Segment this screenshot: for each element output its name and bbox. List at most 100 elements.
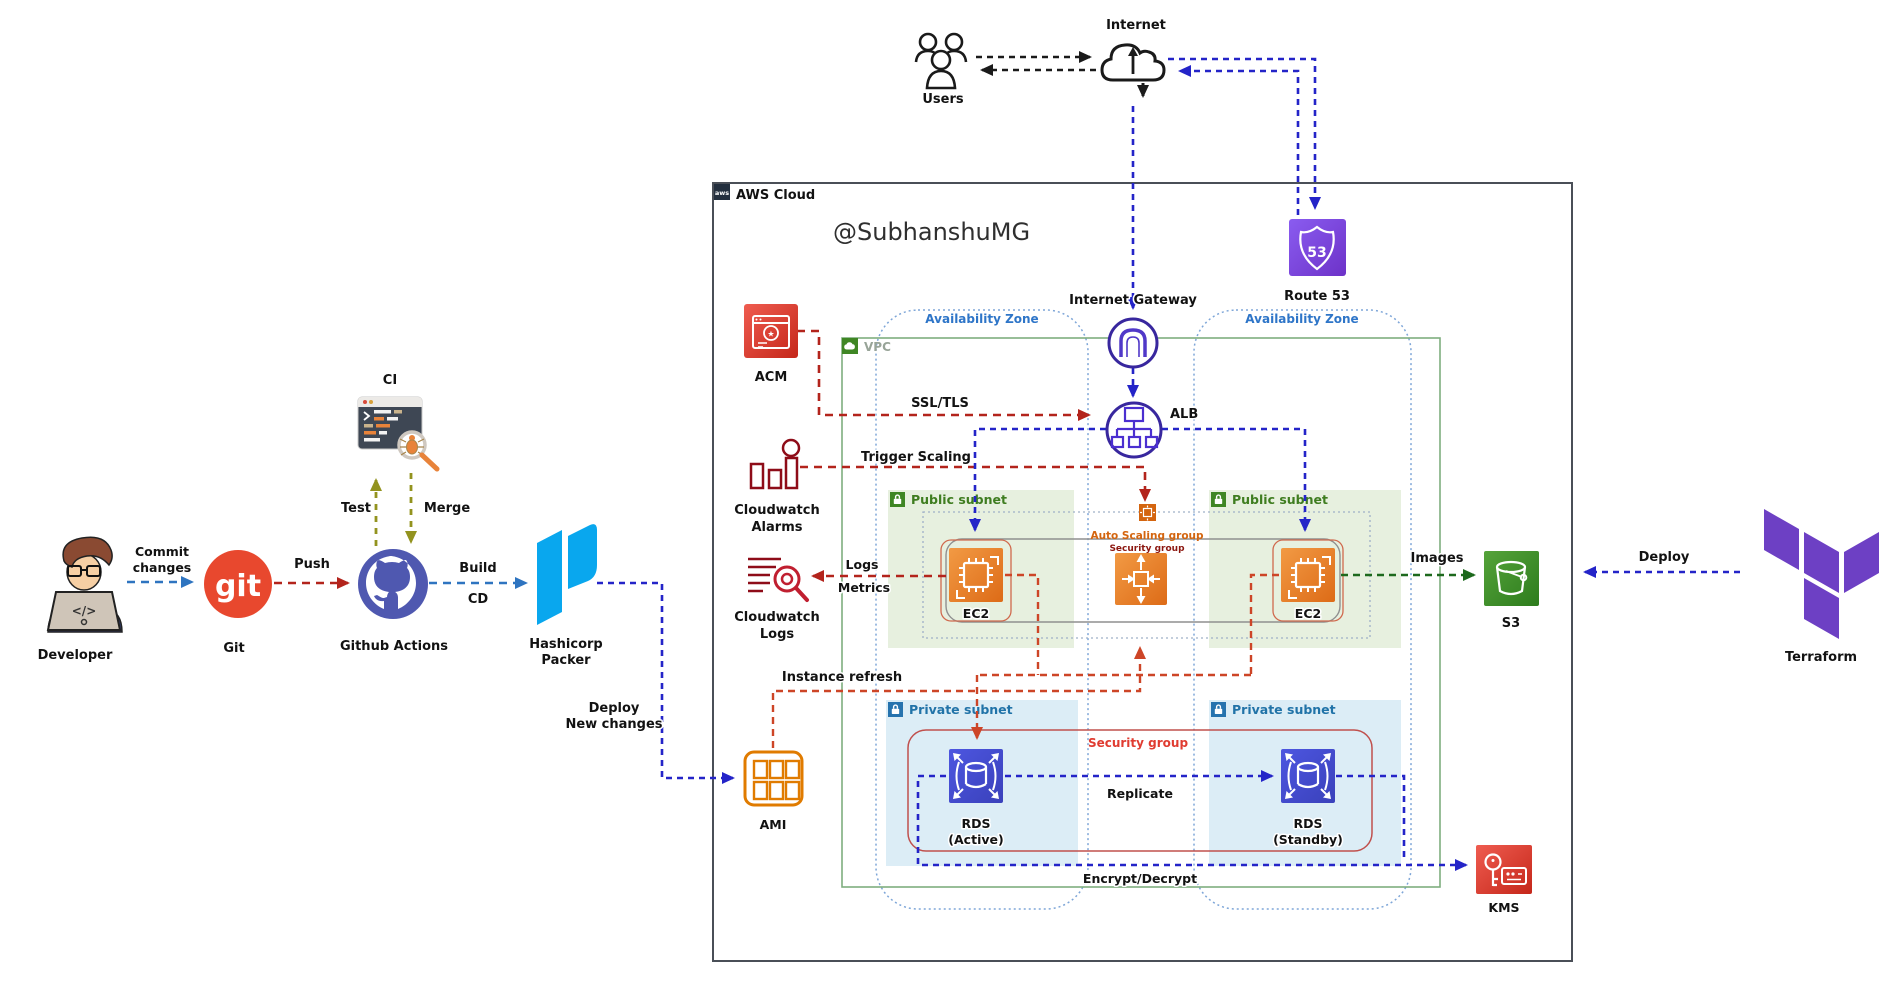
push-label: Push (294, 557, 330, 572)
hashicorp-packer-icon (537, 524, 597, 625)
logs-label: Logs (846, 557, 879, 572)
images-label: Images (1410, 551, 1463, 566)
terraform-label: Terraform (1785, 650, 1857, 665)
deploy-new-label-2: New changes (565, 717, 662, 732)
private-subnet-2-label: Private subnet (1232, 702, 1336, 717)
git-label: Git (223, 641, 244, 656)
cloudwatch-logs-icon (748, 557, 809, 602)
ci-icon (357, 396, 440, 472)
instance-refresh-label: Instance refresh (782, 670, 902, 685)
internet-cloud-icon (1100, 43, 1166, 82)
rds-active-label-1: RDS (961, 816, 990, 831)
route53-icon: 53 (1289, 219, 1346, 276)
developer-icon: </> (46, 536, 123, 633)
terraform-icon (1764, 509, 1879, 639)
hashicorp-label-2: Packer (541, 653, 591, 668)
edge-ec2b-down (1249, 573, 1279, 675)
edge-ec2a-down (1005, 573, 1040, 675)
metrics-label: Metrics (838, 580, 890, 595)
rds-security-group-label: Security group (1088, 736, 1189, 750)
ec2-security-group-box (945, 538, 1341, 623)
ec2-icon-2 (1281, 548, 1335, 602)
aws-cloud-box: aws AWS Cloud @SubhanshuMG (712, 182, 1573, 962)
edge-alb-to-ec2a (969, 427, 1106, 532)
public-subnet-2-label: Public subnet (1232, 492, 1328, 507)
route53-badge: 53 (1307, 245, 1326, 261)
encrypt-decrypt-label: Encrypt/Decrypt (1083, 871, 1197, 886)
rds-standby-label-2: (Standby) (1273, 832, 1343, 847)
rds-standby-icon (1281, 749, 1335, 803)
git-logo-text: git (215, 569, 261, 604)
ec2-2-label: EC2 (1295, 606, 1321, 621)
hashicorp-label-1: Hashicorp (529, 637, 602, 652)
s3-label: S3 (1502, 616, 1520, 631)
vpc-label: VPC (864, 340, 891, 354)
rds-active-icon (949, 749, 1003, 803)
cloudwatch-alarms-label-2: Alarms (752, 520, 803, 535)
build-label: Build (459, 561, 496, 576)
public-subnet-1-label: Public subnet (911, 492, 1007, 507)
s3-icon (1484, 551, 1539, 606)
edge-internet-to-route53 (1168, 57, 1321, 210)
alb-label: ALB (1170, 407, 1198, 422)
acm-icon: ★ (744, 304, 798, 358)
cloudwatch-alarms-label-1: Cloudwatch (734, 503, 819, 518)
rds-security-group-box: Security group (907, 729, 1373, 852)
rds-active-label-2: (Active) (948, 832, 1003, 847)
az1-label: Availability Zone (925, 312, 1038, 326)
internet-gateway-label: Internet Gateway (1069, 293, 1197, 308)
edge-route53-to-internet (1178, 65, 1300, 215)
ci-label: CI (383, 373, 397, 388)
edge-alb-to-ec2b (1162, 427, 1311, 532)
github-actions-icon (358, 549, 428, 619)
ec2-icon-1 (949, 548, 1003, 602)
merge-label: Merge (424, 501, 470, 516)
watermark: @SubhanshuMG (833, 218, 1030, 246)
kms-icon (1476, 845, 1532, 894)
availability-zone-1: Availability Zone (875, 309, 1089, 910)
alb-icon (1105, 401, 1163, 459)
ami-icon (743, 750, 804, 807)
az2-label: Availability Zone (1245, 312, 1358, 326)
kms-label: KMS (1488, 900, 1519, 915)
edge-trigger-scaling (800, 465, 1151, 502)
ami-label: AMI (760, 817, 787, 832)
users-label: Users (922, 92, 964, 107)
github-actions-label: Github Actions (340, 639, 448, 654)
rds-standby-label-1: RDS (1293, 816, 1322, 831)
edge-standby-to-kms (1336, 774, 1406, 862)
cloudwatch-logs-label-2: Logs (760, 627, 795, 642)
auto-scaling-group-label: Auto Scaling group (1090, 530, 1204, 542)
route53-label: Route 53 (1284, 289, 1350, 304)
git-icon: git (204, 550, 272, 618)
svg-text:★: ★ (767, 330, 774, 339)
svg-text:</>: </> (72, 604, 97, 618)
edge-encrypt-decrypt (916, 774, 1468, 871)
cd-label: CD (468, 592, 489, 607)
availability-zone-2: Availability Zone (1193, 309, 1412, 910)
aws-logo-text: aws (715, 189, 729, 197)
commit-label-2: changes (133, 560, 192, 575)
auto-scaling-icon (1115, 553, 1167, 605)
internet-label: Internet (1106, 18, 1166, 33)
deploy-new-label-1: Deploy (589, 701, 640, 716)
acm-label: ACM (755, 370, 788, 385)
cloudwatch-alarms-icon (749, 438, 801, 490)
ssl-tls-label: SSL/TLS (911, 396, 969, 411)
deploy-label: Deploy (1639, 550, 1690, 565)
trigger-scaling-label: Trigger Scaling (861, 450, 971, 465)
internet-gateway-icon (1107, 317, 1159, 369)
edge-ssl-tls (797, 329, 1091, 421)
test-label: Test (341, 501, 371, 516)
edge-instance-refresh (771, 646, 1146, 748)
aws-logo-icon (714, 184, 730, 200)
ec2-security-group-label: Security group (1109, 544, 1185, 554)
cloudwatch-logs-label-1: Cloudwatch (734, 610, 819, 625)
private-subnet-1-label: Private subnet (909, 702, 1013, 717)
ec2-1-label: EC2 (963, 606, 989, 621)
developer-label: Developer (38, 648, 113, 663)
commit-label-1: Commit (135, 544, 189, 559)
aws-cloud-label: AWS Cloud (736, 188, 815, 203)
replicate-label: Replicate (1107, 786, 1173, 801)
